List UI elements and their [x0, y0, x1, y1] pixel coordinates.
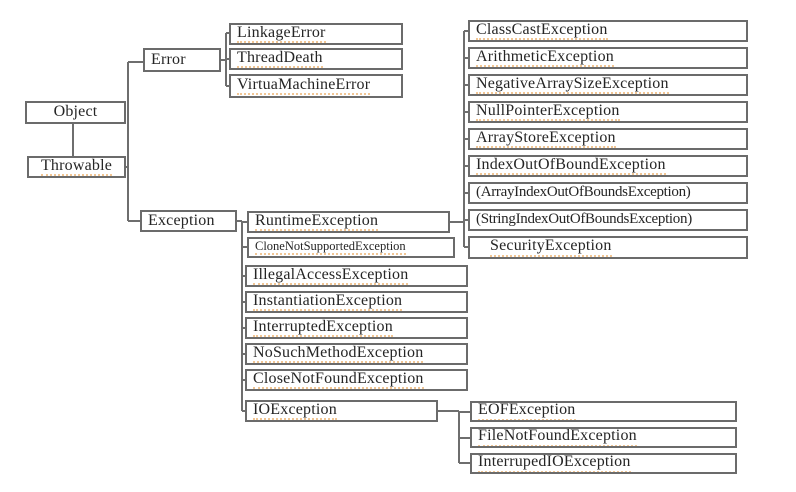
node-label: InterrupedIOException: [478, 455, 631, 472]
node-runtime-exception: RuntimeException: [247, 211, 450, 233]
node-security-exception: SecurityException: [468, 236, 748, 259]
node-label: Error: [151, 50, 186, 68]
node-label: NoSuchMethodException: [253, 345, 424, 363]
node-label: IndexOutOfBoundException: [476, 157, 666, 175]
node-label: Exception: [148, 211, 215, 229]
node-instantiation-exception: InstantiationException: [245, 291, 468, 313]
node-class-cast-exception: ClassCastException: [468, 20, 748, 42]
node-array-store-exception: ArrayStoreException: [468, 128, 748, 150]
node-string-index-out-of-bounds-exception: (StringIndexOutOfBoundsException): [468, 209, 748, 231]
node-label: ArithmeticException: [476, 49, 614, 67]
node-io-exception: IOException: [245, 400, 438, 422]
node-interrupted-exception: InterruptedException: [245, 317, 468, 339]
node-arithmetic-exception: ArithmeticException: [468, 47, 748, 69]
node-label: IllegalAccessException: [253, 267, 409, 285]
node-label: EOFException: [478, 403, 576, 420]
node-close-not-found-exception: CloseNotFoundException: [245, 369, 468, 391]
node-null-pointer-exception: NullPointerException: [468, 101, 748, 123]
node-index-out-of-bound-exception: IndexOutOfBoundException: [468, 155, 748, 177]
node-label: LinkageError: [237, 25, 326, 43]
node-virtua-machine-error: VirtuaMachineError: [229, 74, 403, 98]
node-label: ThreadDeath: [237, 50, 323, 68]
node-throwable: Throwable: [27, 156, 126, 178]
node-object: Object: [25, 101, 126, 124]
node-label: ArrayStoreException: [476, 130, 616, 148]
node-file-not-found-exception: FileNotFoundException: [470, 427, 737, 448]
node-label: RuntimeException: [255, 213, 379, 231]
node-label: ClassCastException: [476, 22, 608, 40]
node-clone-not-supported-exception: CloneNotSupportedException: [247, 237, 455, 258]
node-label: CloneNotSupportedException: [255, 239, 406, 256]
node-label: InstantiationException: [253, 293, 403, 311]
node-eof-exception: EOFException: [470, 401, 737, 422]
node-label: FileNotFoundException: [478, 429, 637, 446]
node-no-such-method-exception: NoSuchMethodException: [245, 343, 468, 365]
node-label: CloseNotFoundException: [253, 371, 424, 389]
node-label: IOException: [253, 402, 337, 420]
node-label: SecurityException: [490, 238, 612, 257]
node-array-index-out-of-bounds-exception: (ArrayIndexOutOfBoundsException): [468, 182, 748, 204]
node-label: Throwable: [40, 158, 113, 176]
node-label: VirtuaMachineError: [237, 76, 371, 96]
node-linkage-error: LinkageError: [229, 23, 403, 45]
node-exception: Exception: [140, 210, 237, 232]
node-illegal-access-exception: IllegalAccessException: [245, 265, 468, 287]
node-thread-death: ThreadDeath: [229, 48, 403, 70]
node-label: NullPointerException: [476, 103, 620, 121]
node-error: Error: [143, 48, 221, 72]
node-label: InterruptedException: [253, 319, 393, 337]
node-label: Object: [53, 103, 98, 121]
node-interruped-io-exception: InterrupedIOException: [470, 453, 737, 474]
node-label: (ArrayIndexOutOfBoundsException): [476, 184, 691, 201]
node-label: NegativeArraySizeException: [476, 76, 669, 94]
node-label: (StringIndexOutOfBoundsException): [476, 211, 692, 228]
node-negative-array-size-exception: NegativeArraySizeException: [468, 74, 748, 96]
